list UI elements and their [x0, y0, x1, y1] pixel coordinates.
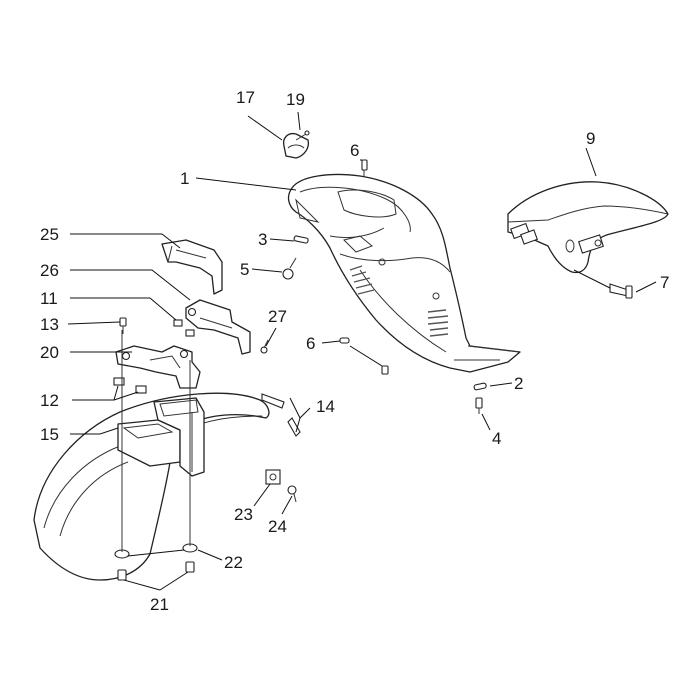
- callout-22: 22: [224, 553, 243, 572]
- callout-3: 3: [258, 230, 267, 249]
- callout-2: 2: [514, 374, 523, 393]
- callout-11: 11: [40, 289, 58, 308]
- callout-27: 27: [268, 307, 287, 326]
- part-clip-17: [282, 132, 310, 159]
- callout-14: 14: [316, 397, 335, 416]
- part-side-cover: [507, 181, 669, 274]
- hardware-group: [113, 130, 633, 581]
- callout-23: 23: [234, 505, 253, 524]
- part-body-shell: [287, 173, 521, 373]
- part-bracket-20: [115, 345, 201, 389]
- callout-7: 7: [660, 273, 669, 292]
- callout-6-upper: 6: [350, 141, 359, 160]
- callout-4: 4: [492, 429, 501, 448]
- callout-5: 5: [240, 260, 249, 279]
- callout-1: 1: [180, 169, 189, 188]
- callout-19: 19: [286, 90, 305, 109]
- callout-24: 24: [268, 517, 287, 536]
- callout-labels: 1 2 3 4 5 6 6 7 9 11 12 13 14 15 17 19 2…: [40, 88, 669, 614]
- callout-12: 12: [40, 391, 59, 410]
- callout-15: 15: [40, 425, 59, 444]
- callout-6-lower: 6: [306, 334, 315, 353]
- callout-21: 21: [150, 595, 169, 614]
- leader-lines: [67, 111, 657, 591]
- part-bracket-26: [185, 299, 251, 355]
- part-mudguard: [33, 392, 270, 581]
- part-bracket-25: [161, 239, 223, 295]
- callout-26: 26: [40, 261, 59, 280]
- callout-9: 9: [586, 129, 595, 148]
- callout-25: 25: [40, 225, 59, 244]
- callout-13: 13: [40, 315, 59, 334]
- callout-17: 17: [236, 88, 255, 107]
- callout-20: 20: [40, 343, 59, 362]
